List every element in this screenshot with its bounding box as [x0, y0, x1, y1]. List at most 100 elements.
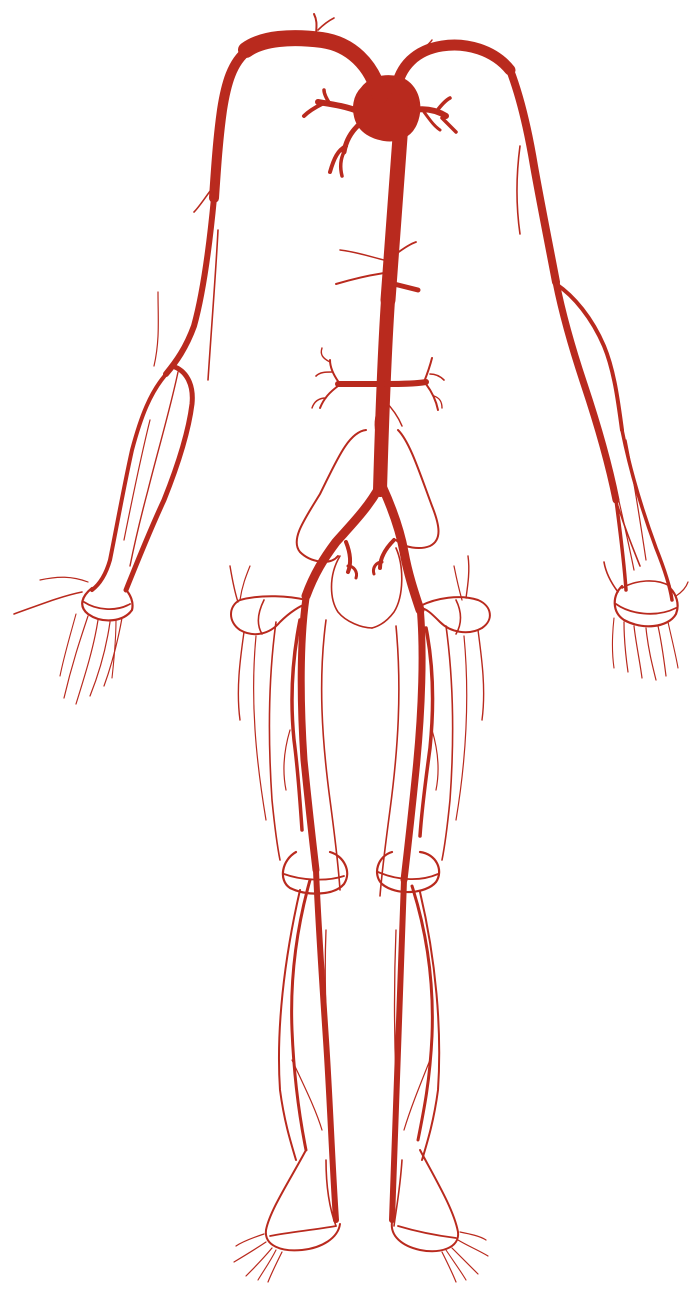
inner-pelvic-loop-left	[330, 555, 373, 629]
left-genicular-loop-2	[377, 871, 439, 880]
right-dorsalis-pedis	[325, 1159, 337, 1227]
abdominal-aorta	[373, 293, 395, 497]
right-leg-arteries	[229, 565, 349, 1283]
right-hip-branch-up-2	[239, 565, 251, 601]
left-finger-6	[611, 617, 615, 669]
pelvic-arteries	[295, 429, 440, 629]
internal-iliac-left-curl	[346, 564, 358, 580]
intercostal-branch-right-2	[395, 241, 417, 255]
left-hip-branch-up-2	[453, 565, 463, 601]
pulmonary-twig-right-1	[434, 96, 452, 114]
mesenteric-twig-2	[374, 403, 381, 433]
internal-iliac-left	[344, 540, 353, 574]
right-thigh-lateral-2	[253, 635, 267, 821]
renal-twig-right-1	[423, 357, 433, 383]
left-palmar-arch-3	[621, 580, 671, 589]
left-palmar-arch-2	[615, 603, 677, 615]
right-radial-artery	[90, 368, 172, 592]
heart-and-aortic-arch	[238, 13, 516, 178]
pulmonary-twig-right-2	[440, 116, 458, 134]
right-hip-lateral	[237, 631, 245, 721]
renal-twig-left-2	[319, 385, 339, 409]
left-subclavian-continuation	[506, 66, 560, 286]
right-circumflex-loop-2	[257, 599, 265, 635]
left-subclavian-artery	[390, 39, 516, 96]
mesenteric-twig	[383, 399, 403, 427]
left-dorsalis-pedis	[393, 1159, 403, 1227]
left-finger-2	[633, 625, 643, 679]
right-arm-arteries	[13, 45, 253, 705]
left-toe-4	[459, 1231, 487, 1241]
renal-twig-right-3	[429, 373, 445, 381]
left-plantar-arch	[397, 1225, 457, 1239]
renal-twig-left-4	[320, 347, 331, 363]
left-toe-3	[441, 1251, 457, 1283]
left-thigh-medial	[379, 625, 400, 897]
pulmonary-twig-left-1	[302, 102, 324, 118]
intercostal-branch-left-2	[339, 249, 393, 263]
right-profunda-femoris	[290, 618, 304, 832]
right-arm-profunda	[207, 229, 219, 381]
right-brachial-artery	[163, 195, 217, 377]
left-forearm-twig-2	[611, 469, 635, 571]
carotid-branch-right-2	[317, 17, 335, 31]
pelvic-outline-vessel-right	[395, 429, 440, 549]
left-profunda-femoris	[418, 626, 435, 838]
left-palmar-arch	[613, 584, 679, 628]
right-foot-loop	[264, 1149, 341, 1252]
common-iliac-right	[377, 481, 425, 615]
right-thumb-artery-2	[39, 576, 89, 583]
right-peroneal-artery	[278, 889, 301, 1161]
right-plantar-arch	[269, 1225, 337, 1237]
renal-artery-right	[383, 379, 429, 387]
left-toe-2	[451, 1247, 479, 1275]
right-forearm-interosseous	[129, 371, 179, 567]
internal-iliac-right-curl	[372, 560, 384, 576]
right-thigh-medial	[320, 619, 341, 891]
left-peroneal-artery	[419, 891, 441, 1161]
left-thigh-lateral	[441, 625, 454, 861]
left-tibial-twig-2	[403, 1059, 431, 1131]
left-leg-arteries	[375, 555, 491, 1283]
descending-aorta	[311, 102, 445, 497]
right-toe-3	[267, 1251, 283, 1283]
right-circumflex-loop	[230, 595, 307, 636]
aortic-arch	[238, 30, 388, 104]
right-popliteal-artery	[313, 867, 339, 1223]
right-tibial-twig-2	[291, 1059, 323, 1131]
right-palmar-arch-2	[83, 601, 131, 610]
left-brachial-artery	[552, 278, 620, 504]
renal-twig-left-5	[311, 397, 327, 409]
right-arm-collateral	[153, 291, 159, 367]
right-thigh-lateral	[268, 621, 281, 861]
intercostal-branch-right	[391, 281, 421, 293]
left-finger-4	[657, 625, 667, 677]
left-thigh-branch	[431, 729, 439, 791]
right-subclavian-artery	[209, 45, 253, 203]
common-iliac-left	[301, 481, 385, 601]
left-thigh-lateral-2	[455, 635, 468, 821]
right-hip-branch-up	[229, 565, 239, 603]
left-thumb-artery	[603, 561, 619, 593]
left-toe-5	[445, 1249, 467, 1281]
left-finger-3	[645, 627, 657, 681]
heart-shape	[353, 75, 421, 142]
internal-iliac-right	[378, 538, 396, 570]
right-anterior-tibial	[290, 878, 312, 1152]
right-finger-5	[59, 613, 77, 677]
left-axillary-twig	[516, 145, 521, 235]
left-tibial-twig	[393, 929, 397, 1081]
carotid-branch-left	[413, 39, 433, 59]
right-tibial-twig	[324, 929, 331, 1081]
pelvic-outline-vessel	[295, 429, 367, 563]
left-genicular-loop	[375, 850, 441, 894]
right-toe-2	[245, 1247, 273, 1277]
left-finger-1	[623, 621, 629, 673]
intercostal-branch-left	[335, 271, 393, 285]
renal-twig-right-4	[433, 395, 443, 409]
right-thumb-artery	[13, 591, 83, 615]
right-thigh-branch	[283, 729, 291, 791]
right-axillary-twig	[193, 185, 215, 213]
